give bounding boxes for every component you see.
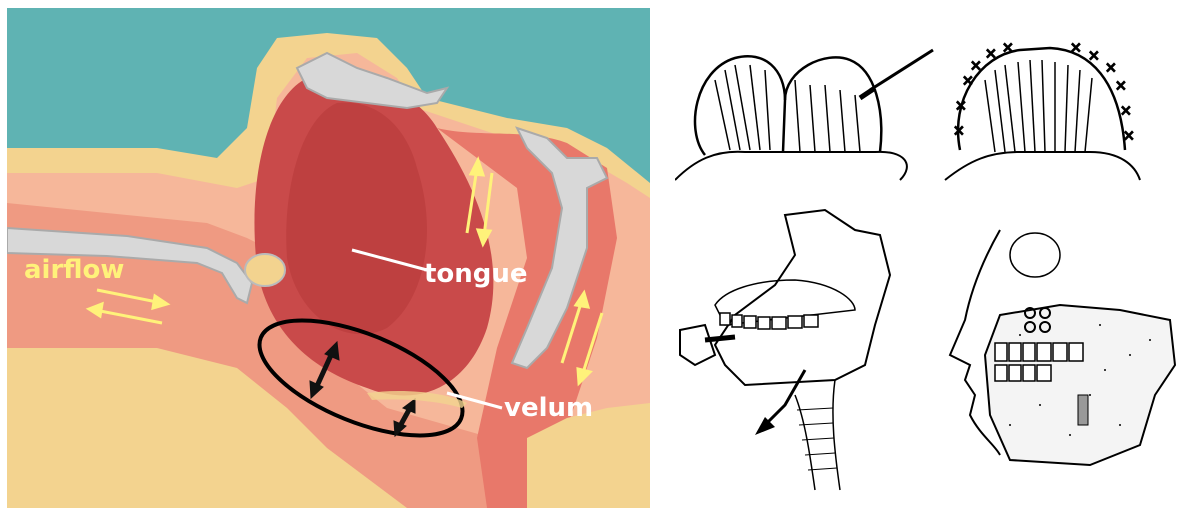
svg-text:×: ×: [1115, 78, 1127, 94]
mandible-advancement-sketch: [665, 205, 925, 495]
svg-text:×: ×: [1070, 40, 1082, 56]
svg-text:×: ×: [1120, 103, 1132, 119]
airflow-label: airflow: [24, 255, 124, 285]
nasal-bone-joint: [245, 254, 285, 286]
airway-anatomy-svg: airflow tongue velum: [7, 8, 650, 508]
facial-skeleton-fixation-sketch: [940, 225, 1180, 485]
svg-text:×: ×: [953, 123, 965, 139]
surgical-sketches: ×× ×× ×× ×× ×× ××: [660, 0, 1180, 509]
svg-text:×: ×: [955, 98, 967, 114]
svg-text:×: ×: [970, 58, 982, 74]
tongue-label: tongue: [424, 259, 528, 289]
svg-text:×: ×: [1088, 48, 1100, 64]
svg-text:×: ×: [985, 46, 997, 62]
svg-text:×: ×: [962, 73, 974, 89]
palate-sutured-sketch: ×× ×× ×× ×× ×× ××: [940, 40, 1150, 185]
palate-flap-incision-sketch: [675, 40, 935, 185]
svg-text:×: ×: [1105, 60, 1117, 76]
svg-text:×: ×: [1002, 40, 1014, 56]
svg-text:×: ×: [1123, 128, 1135, 144]
airway-anatomy-illustration: airflow tongue velum: [7, 8, 650, 508]
velum-label: velum: [504, 393, 593, 423]
